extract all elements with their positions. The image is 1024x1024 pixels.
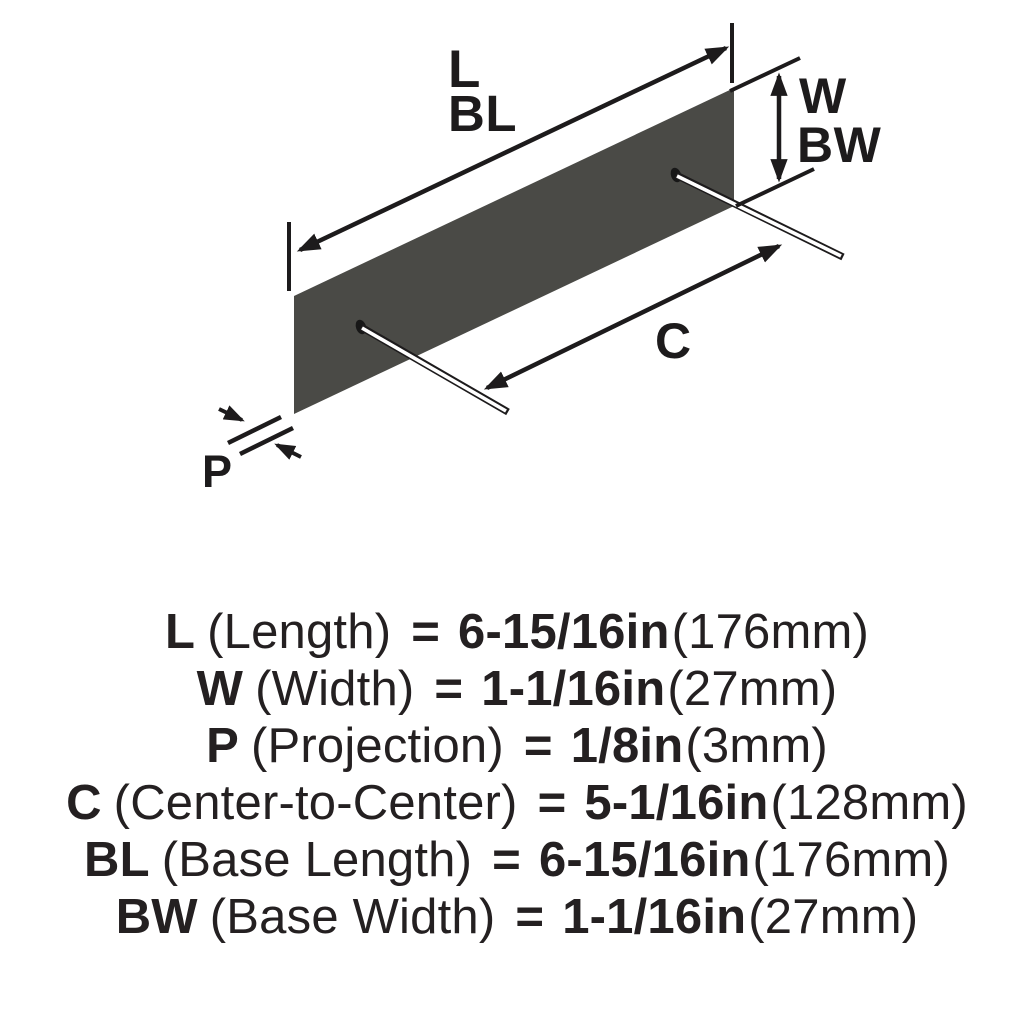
spec-equals: = [411,605,441,659]
spec-metric: (128mm) [770,776,968,830]
spec-equals: = [537,776,567,830]
spec-metric: (3mm) [685,719,828,773]
spec-metric: (176mm) [752,833,950,887]
spec-code: BW [115,890,198,944]
projection-edge-line-inner [239,425,294,457]
spec-row-center-to-center: C(Center-to-Center) = 5-1/16in(128mm) [10,775,1024,832]
width-label: W [799,68,847,124]
spec-name: (Projection) [250,719,504,773]
spec-row-width: W(Width) = 1-1/16in(27mm) [10,661,1024,718]
spec-equals: = [515,890,545,944]
spec-code: L [164,605,196,659]
spec-code: P [206,719,239,773]
spec-value: 1-1/16in [562,890,747,944]
spec-name: (Width) [255,662,415,716]
width-ext-line-bottom [735,167,815,208]
spec-value: 6-15/16in [538,833,751,887]
center-to-center-label: C [655,313,692,369]
projection-edge-line-outer [227,414,282,446]
spec-name: (Length) [207,605,392,659]
spec-row-base-length: BL(Base Length) = 6-15/16in(176mm) [10,832,1024,889]
width-ext-line-top [729,56,801,93]
spec-row-base-width: BW(Base Width) = 1-1/16in(27mm) [10,889,1024,946]
spec-row-length: L(Length) = 6-15/16in(176mm) [10,604,1024,661]
projection-arrow-right [274,443,302,460]
spec-value: 6-15/16in [458,605,670,659]
spec-list: L(Length)=6-15/16in(176mm) W(Width)=1-1/… [0,604,1024,946]
spec-name: (Base Width) [209,890,496,944]
spec-metric: (176mm) [671,605,870,659]
spec-code: W [196,662,244,716]
spec-value: 5-1/16in [584,776,769,830]
base-length-label: BL [448,85,517,142]
spec-metric: (27mm) [667,662,838,716]
length-dim-arrow [296,45,730,253]
spec-equals: = [523,719,553,773]
base-width-label: BW [797,117,882,173]
length-label: L [448,40,481,99]
dimension-diagram: L BL W BW C P [202,23,882,497]
spec-metric: (27mm) [748,890,919,944]
screw-pin-left [359,323,510,416]
spec-name: (Center-to-Center) [113,776,518,830]
spec-value: 1/8in [570,719,684,773]
center-dim-arrow [483,243,783,391]
spec-equals: = [492,833,521,887]
spec-name: (Base Length) [161,833,473,887]
spec-equals: = [434,662,464,716]
spec-value: 1-1/16in [481,662,666,716]
projection-arrow-left [218,405,245,422]
spec-code: C [66,776,102,830]
spec-row-projection: P(Projection) = 1/8in(3mm) [10,718,1024,775]
projection-label: P [202,446,233,497]
spec-code: BL [84,833,150,887]
